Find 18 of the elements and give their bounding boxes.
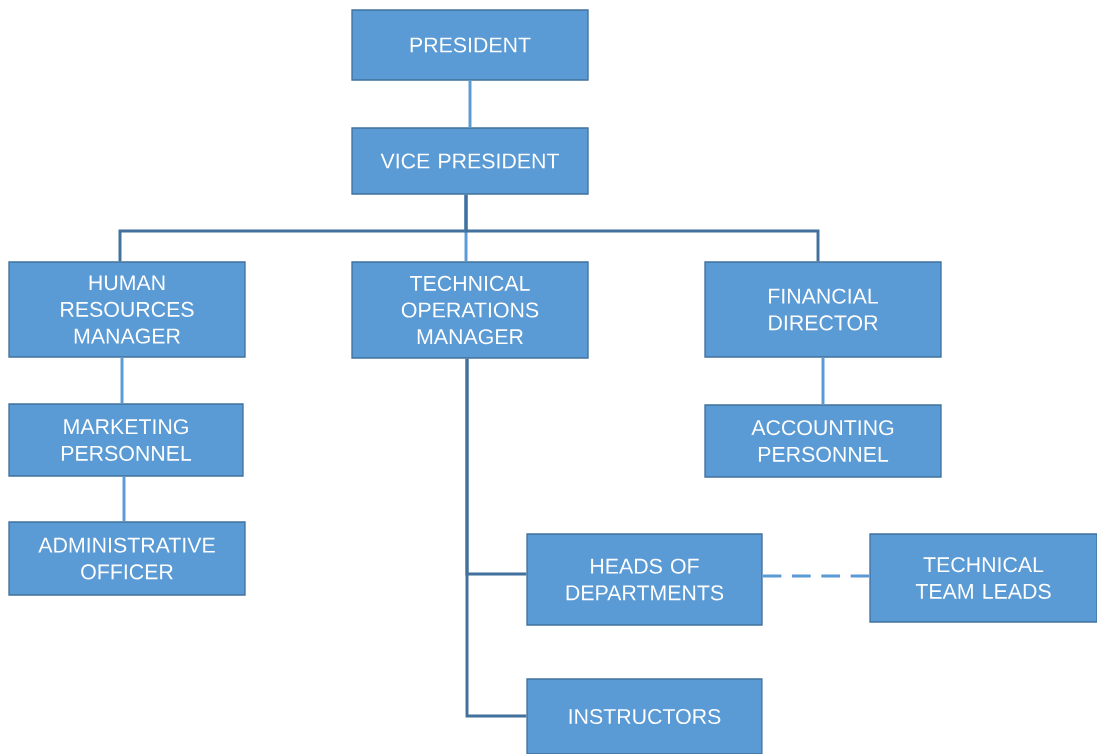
org-box: TECHNICAL TEAM LEADS xyxy=(869,533,1097,623)
org-box: INSTRUCTORS xyxy=(526,678,763,754)
org-box: TECHNICAL OPERATIONS MANAGER xyxy=(351,261,589,359)
org-box: HUMAN RESOURCES MANAGER xyxy=(8,261,246,358)
connector xyxy=(468,80,472,128)
org-box: MARKETING PERSONNEL xyxy=(8,403,244,477)
org-box: PRESIDENT xyxy=(351,9,589,81)
org-box: ACCOUNTING PERSONNEL xyxy=(704,404,942,478)
org-box: HEADS OF DEPARTMENTS xyxy=(526,533,763,626)
org-box: FINANCIAL DIRECTOR xyxy=(704,261,942,358)
org-box: VICE PRESIDENT xyxy=(351,127,589,195)
connector xyxy=(465,358,527,718)
connector xyxy=(120,357,124,404)
connector xyxy=(122,476,126,522)
connector xyxy=(464,194,820,262)
connector xyxy=(821,357,825,405)
connector xyxy=(762,574,870,578)
org-box: ADMINISTRATIVE OFFICER xyxy=(8,521,246,596)
